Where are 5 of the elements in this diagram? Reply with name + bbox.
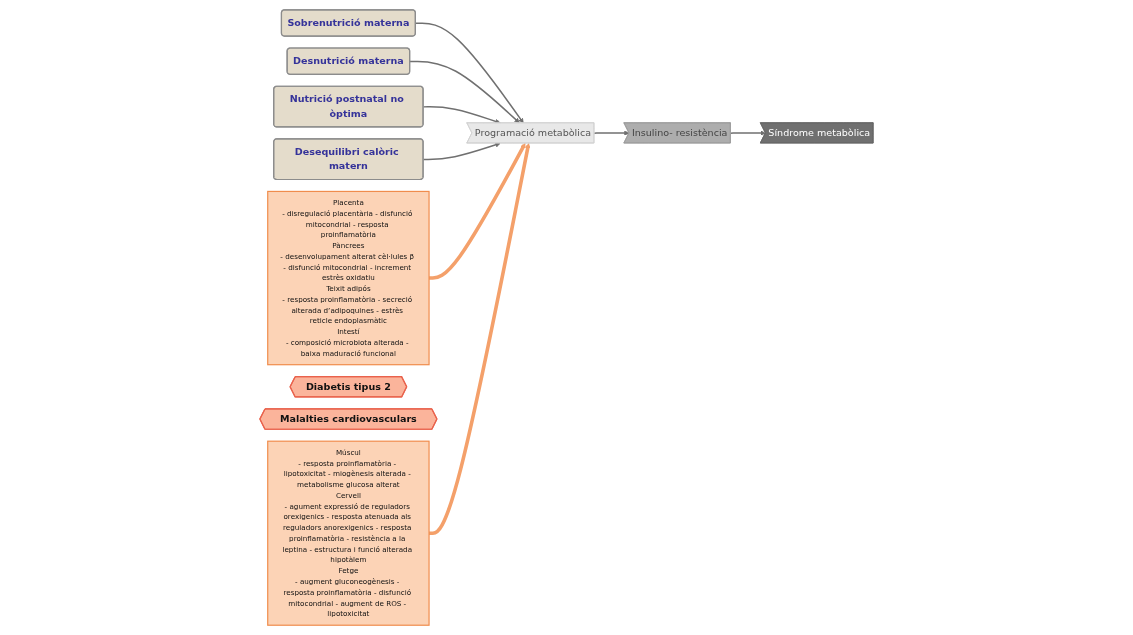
- arrow: [429, 143, 526, 280]
- arrow: [409, 60, 520, 124]
- arrow: [729, 130, 766, 136]
- arrow: [593, 130, 630, 136]
- arrow: [429, 143, 531, 535]
